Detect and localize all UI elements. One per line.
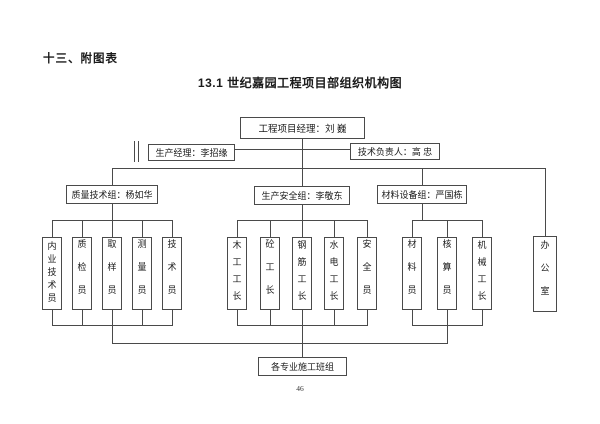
connector-line [112,325,113,343]
connector-line [82,220,83,237]
connector-line [112,343,448,344]
box-office: 办公室 [533,236,557,312]
connector-line [302,325,303,357]
box-material-equipment-group: 材料设备组：严国栋 [377,185,467,204]
connector-line [412,220,413,237]
connector-line [172,310,173,325]
connector-line [302,310,303,325]
member-box: 核算员 [437,237,457,310]
box-production-safety-group: 生产安全组：李敬东 [254,186,350,205]
member-box: 钢筋工长 [292,237,312,310]
connector-line [112,168,545,169]
connector-line [482,310,483,325]
box-project-manager: 工程项目经理：刘 巍 [240,117,365,139]
connector-line [422,168,423,186]
box-construction-teams: 各专业施工班组 [258,357,347,376]
member-box: 安全员 [357,237,377,310]
connector-line [270,310,271,325]
connector-line [367,310,368,325]
connector-line [302,168,303,187]
connector-line [334,310,335,325]
member-box: 砼工长 [260,237,280,310]
member-box: 内业技术员 [42,237,62,310]
member-box: 机械工长 [472,237,492,310]
box-production-manager: 生产经理：李招缘 [148,144,235,161]
connector-line [302,220,303,237]
connector-line [112,168,113,186]
member-box: 测量员 [132,237,152,310]
connector-line [545,168,546,236]
connector-line [142,220,143,237]
connector-line [334,220,335,237]
connector-line [302,149,303,169]
connector-line [482,220,483,237]
connector-line [52,220,53,237]
connector-line [422,204,423,220]
connector-line [142,310,143,325]
connector-line [112,220,113,237]
member-box: 质检员 [72,237,92,310]
connector-line [82,310,83,325]
connector-line [367,220,368,237]
connector-line [237,310,238,325]
connector-line [447,325,448,343]
connector-line [52,310,53,325]
connector-line [112,310,113,325]
figure-title: 13.1 世纪嘉园工程项目部组织机构图 [197,76,403,90]
connector-line [172,220,173,237]
connector-line [237,220,238,237]
section-heading: 十三、附图表 [43,53,118,65]
connector-line [302,139,303,150]
member-box: 水电工长 [324,237,344,310]
box-quality-tech-group: 质量技术组：杨如华 [66,185,158,204]
connector-line [112,204,113,220]
connector-line [447,310,448,325]
box-technical-director: 技术负责人：高 忠 [350,143,440,160]
member-box: 木工工长 [227,237,247,310]
page-number: 46 [296,384,304,393]
connector-line [270,220,271,237]
connector-line [235,149,351,150]
connector-line [412,310,413,325]
member-box: 材料员 [402,237,422,310]
artifact-line [138,141,139,162]
connector-line [447,220,448,237]
connector-line [302,205,303,220]
artifact-line [134,141,135,162]
member-box: 取样员 [102,237,122,310]
member-box: 技术员 [162,237,182,310]
